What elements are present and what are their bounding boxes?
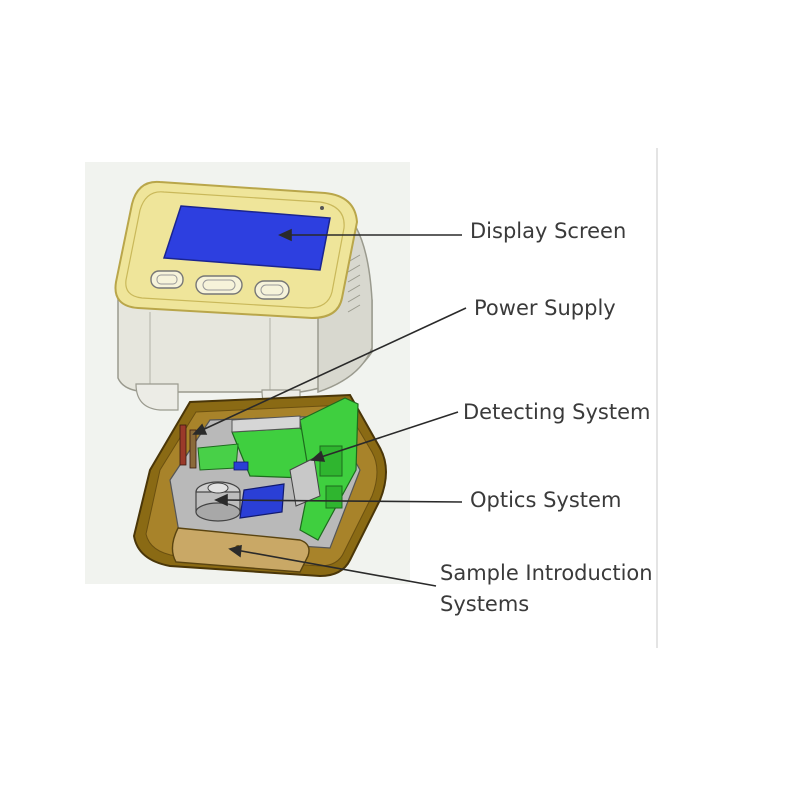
display-screen-panel — [162, 205, 331, 271]
label-detecting-system: Detecting System — [463, 400, 651, 424]
leader-sample-introduction — [235, 549, 437, 587]
device-base — [132, 393, 387, 578]
front-buttons — [150, 270, 290, 300]
device-top-housing — [114, 180, 373, 419]
label-display-screen: Display Screen — [470, 219, 627, 243]
leader-optics-system — [221, 499, 463, 503]
indicator-dot — [320, 206, 324, 210]
leader-detecting-system — [317, 411, 459, 459]
housing-foot-left — [135, 383, 179, 411]
leader-power-supply — [197, 307, 467, 433]
label-sample-introduction: Sample Introduction — [440, 561, 653, 585]
optics-cylinder — [195, 481, 241, 522]
label-optics-system: Optics System — [470, 488, 622, 512]
label-systems: Systems — [440, 592, 530, 616]
label-power-supply: Power Supply — [474, 296, 616, 320]
leader-lines — [192, 228, 467, 587]
